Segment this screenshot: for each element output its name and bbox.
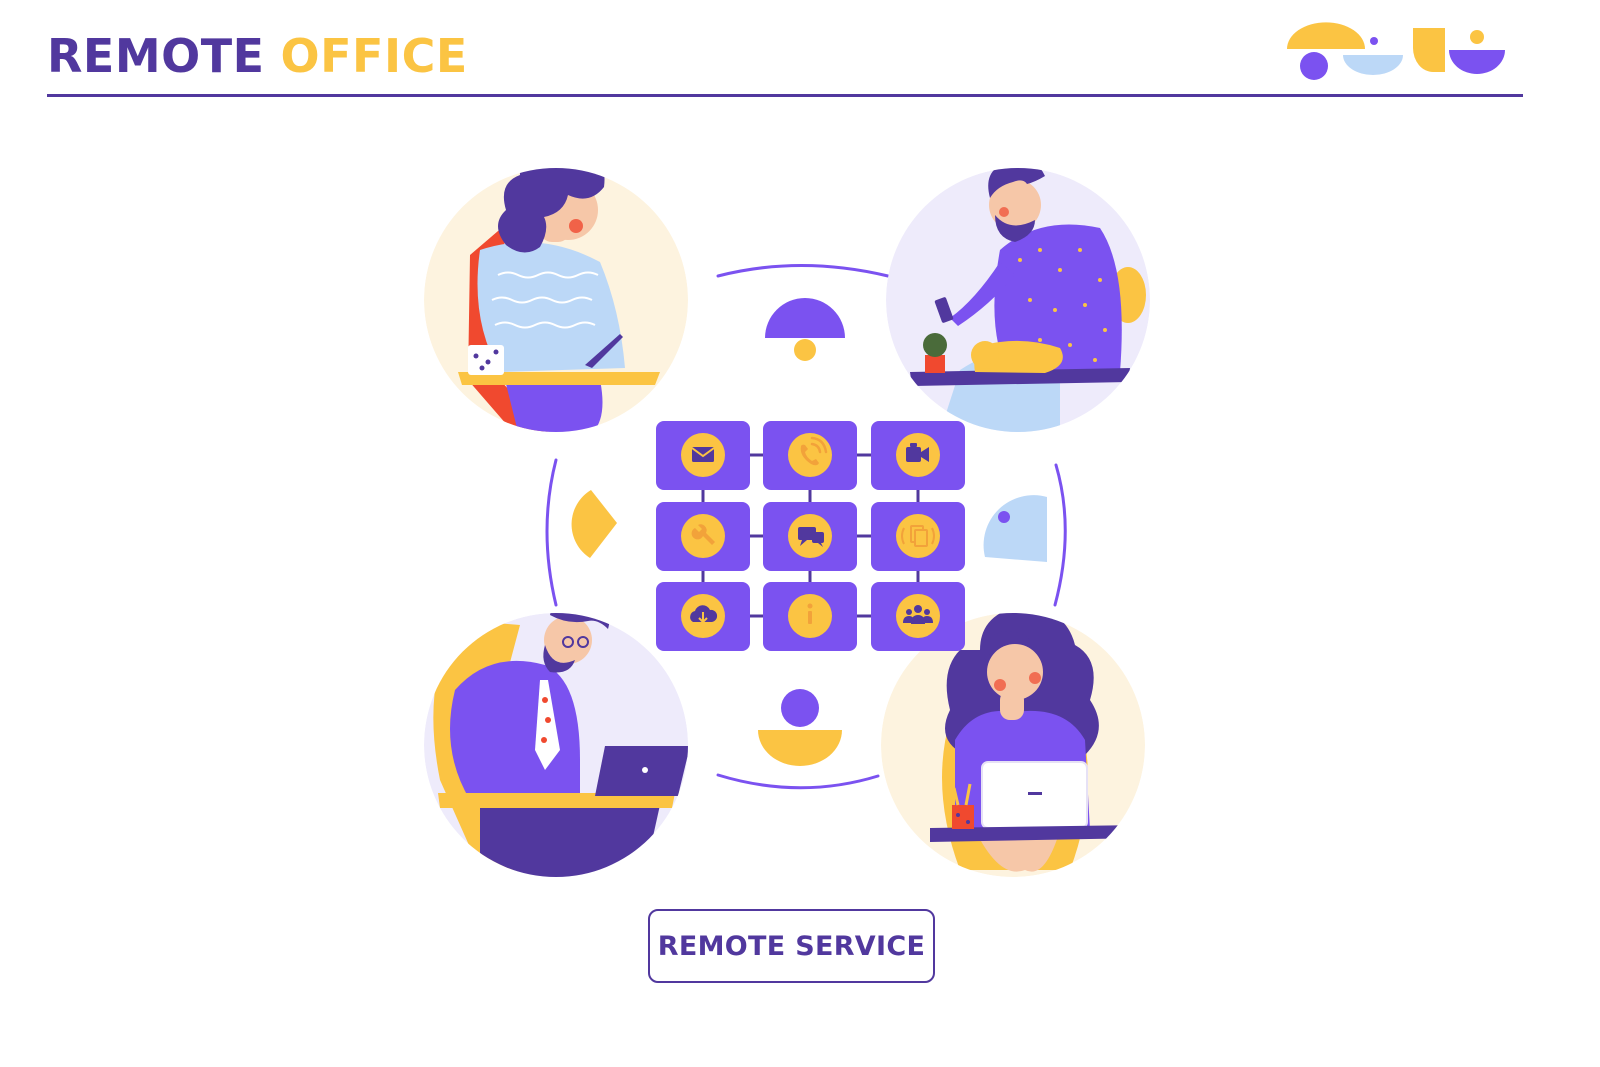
service-tile-phone bbox=[763, 421, 857, 490]
page-title: REMOTE OFFICE bbox=[47, 28, 468, 84]
person-card-drawing bbox=[424, 168, 688, 432]
person-card-laptop-man bbox=[424, 613, 688, 877]
service-tile-cloud bbox=[656, 582, 750, 651]
service-tile-team bbox=[871, 582, 965, 651]
service-tile-video bbox=[871, 421, 965, 490]
service-tile-info bbox=[763, 582, 857, 651]
service-tile-mail bbox=[656, 421, 750, 490]
person-card-laptop-woman bbox=[881, 613, 1145, 877]
wrench-icon bbox=[691, 524, 715, 545]
remote-service-button[interactable]: REMOTE SERVICE bbox=[648, 909, 935, 983]
mail-icon bbox=[691, 447, 715, 462]
connection-arcs bbox=[545, 264, 1067, 790]
decorative-shapes bbox=[571, 298, 1047, 766]
header-divider bbox=[47, 94, 1523, 97]
video-camera-icon bbox=[906, 443, 929, 462]
title-word-remote: REMOTE bbox=[47, 29, 265, 83]
documents-icon bbox=[901, 525, 935, 547]
person-card-phone bbox=[886, 168, 1150, 432]
info-icon bbox=[807, 603, 813, 624]
service-tile-documents bbox=[871, 502, 965, 571]
team-icon bbox=[903, 605, 933, 624]
cloud-download-icon bbox=[690, 605, 718, 624]
phone-call-icon bbox=[800, 436, 828, 466]
title-word-office: OFFICE bbox=[280, 29, 468, 83]
brand-logo bbox=[1287, 22, 1505, 80]
service-tile-settings bbox=[656, 502, 750, 571]
chat-bubble-icon bbox=[798, 527, 824, 547]
service-tile-chat bbox=[763, 502, 857, 571]
